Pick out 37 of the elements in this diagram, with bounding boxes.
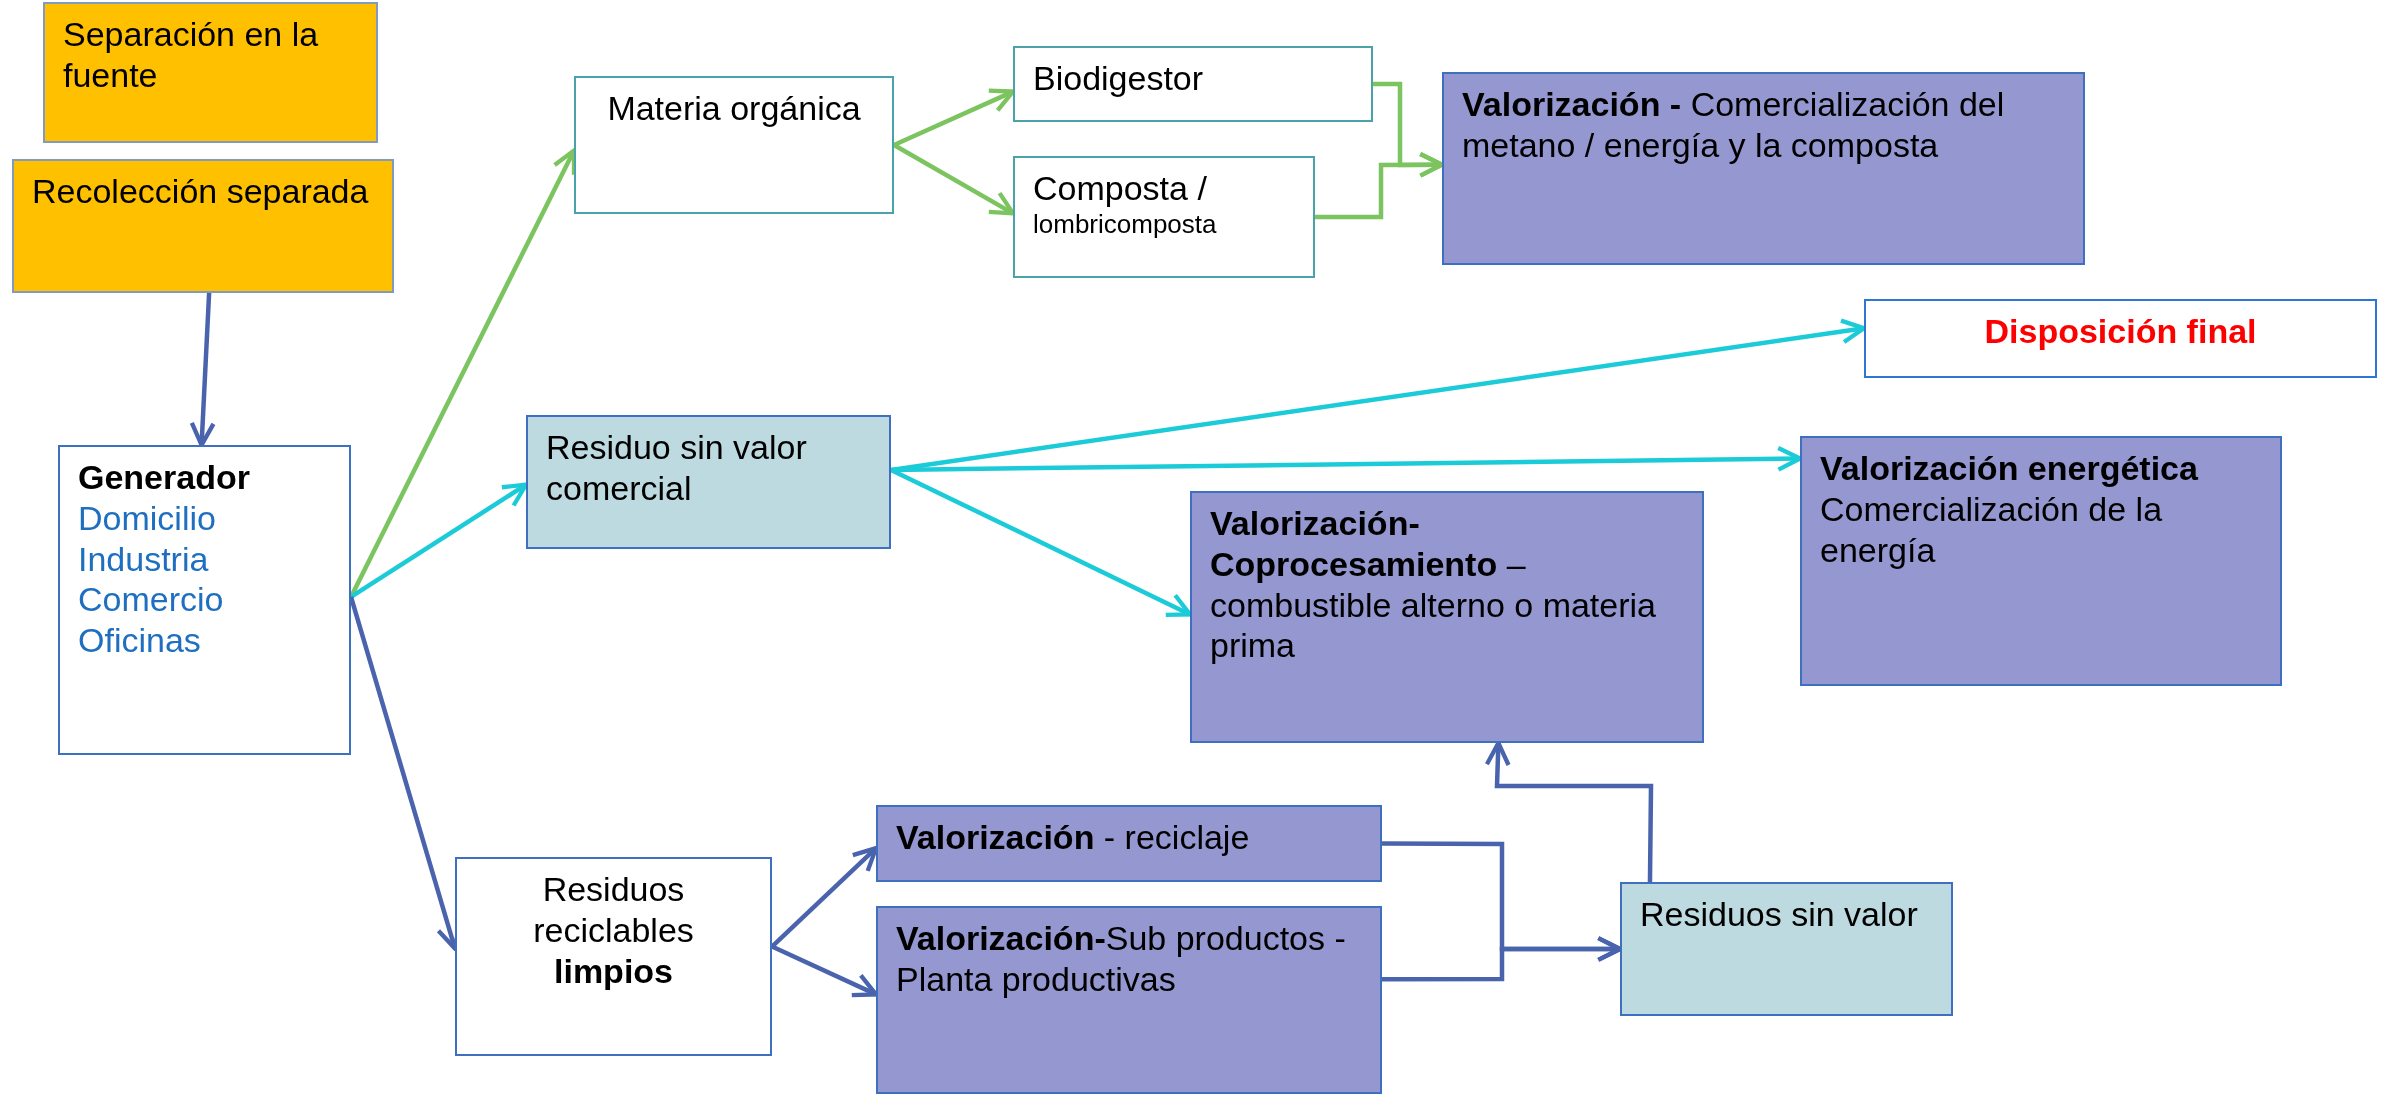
process-box (526, 415, 891, 549)
box-text: Residuos sin valor (1640, 894, 1919, 935)
outcome-box (1800, 436, 2282, 686)
process-box (43, 2, 378, 143)
box-text: Materia orgánica (606, 88, 862, 129)
box-text: Valorización- Coprocesamiento – combustible alterno o materia prima (1210, 503, 1657, 667)
source-box (58, 445, 351, 755)
outcome-box (876, 906, 1382, 1094)
outcome-box (1442, 72, 2085, 265)
box-text: lombricomposta (1033, 208, 1218, 240)
box-text: Valorización - reciclaje (896, 817, 1251, 858)
box-text: Valorización energética (1820, 448, 2199, 489)
process-box (1013, 46, 1373, 122)
process-box (455, 857, 772, 1056)
box-text: Recolección separada (32, 171, 370, 212)
box-text: Residuos reciclables limpios (532, 869, 695, 992)
box-text: Valorización-Sub productos - Planta productivas (896, 918, 1347, 1000)
process-box (1620, 882, 1953, 1016)
arrow (189, 292, 216, 448)
outcome-box (1864, 299, 2377, 378)
process-box (574, 76, 894, 214)
process-box (12, 159, 394, 293)
outcome-box (876, 805, 1382, 882)
outcome-box (1190, 491, 1704, 743)
box-text: Generador (78, 457, 251, 498)
box-text: Oficinas (78, 620, 202, 661)
box-text: Composta / (1033, 168, 1208, 209)
box-text: Comercialización de la energía (1820, 488, 2164, 571)
box-text: Valorización - Comercialización del metano / energía y la composta (1462, 84, 2006, 166)
box-text: Biodigestor (1033, 58, 1205, 99)
box-text: Industria (78, 538, 210, 580)
process-box (1013, 156, 1315, 278)
box-text: Comercio (78, 579, 225, 621)
box-text: Separación en la fuente (63, 14, 320, 96)
box-text: Domicilio (78, 497, 217, 539)
box-text: Disposición final (1983, 311, 2258, 352)
box-text: Residuo sin valor comercial (546, 427, 808, 509)
